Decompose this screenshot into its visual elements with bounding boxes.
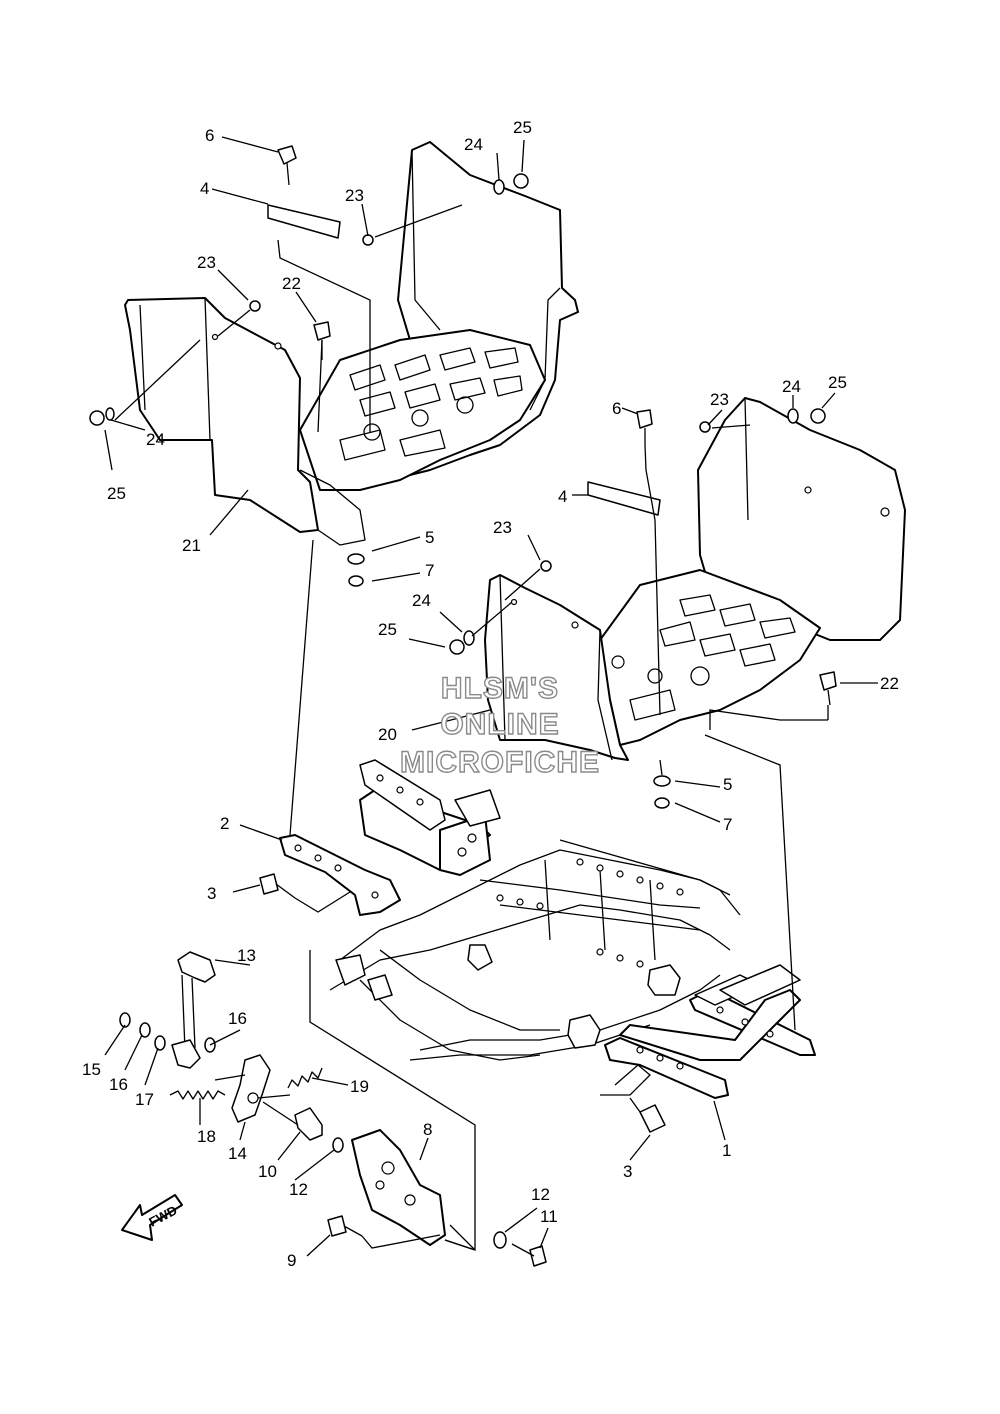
callout-20: 20: [378, 725, 397, 744]
callout-5: 5: [723, 775, 732, 794]
callout-24: 24: [412, 591, 431, 610]
callout-25: 25: [107, 484, 126, 503]
fasteners: [89, 145, 837, 1267]
callout-16: 16: [109, 1075, 128, 1094]
callout-25: 25: [378, 620, 397, 639]
footrest-stay-left: [279, 759, 501, 916]
callout-23: 23: [493, 518, 512, 537]
callout-11: 11: [540, 1207, 558, 1226]
callout-labels: 6 4 23 24 25 23 22 24 25 21 5 7 6 23 24 …: [82, 118, 899, 1270]
callout-7: 7: [723, 815, 732, 834]
callout-12: 12: [531, 1185, 550, 1204]
callout-22: 22: [282, 274, 301, 293]
callout-7: 7: [425, 561, 434, 580]
callout-6: 6: [612, 399, 621, 418]
callout-10: 10: [258, 1162, 277, 1181]
callout-14: 14: [228, 1144, 247, 1163]
fwd-label: FWD: [146, 1203, 179, 1230]
callout-12: 12: [289, 1180, 308, 1199]
callout-6: 6: [205, 126, 214, 145]
callout-5: 5: [425, 528, 434, 547]
callout-13: 13: [237, 946, 256, 965]
callout-4: 4: [200, 179, 209, 198]
left-footrest-assembly: [124, 141, 579, 546]
callout-23: 23: [197, 253, 216, 272]
brake-pedal-assembly: [119, 951, 507, 1249]
watermark-line-1: HLSM'S: [441, 672, 559, 705]
callout-24: 24: [146, 430, 165, 449]
callout-8: 8: [423, 1120, 432, 1139]
callout-15: 15: [82, 1060, 101, 1079]
callout-24: 24: [782, 377, 801, 396]
callout-24: 24: [464, 135, 483, 154]
watermark-line-2: ONLINE: [440, 708, 559, 741]
callout-23: 23: [710, 390, 729, 409]
callout-2: 2: [220, 814, 229, 833]
right-footrest-assembly: [484, 397, 906, 761]
callout-9: 9: [287, 1251, 296, 1270]
callout-3: 3: [623, 1162, 632, 1181]
callout-18: 18: [197, 1127, 216, 1146]
callout-19: 19: [350, 1077, 369, 1096]
vehicle-frame: [329, 839, 741, 1061]
callout-23: 23: [345, 186, 364, 205]
callout-21: 21: [182, 536, 201, 555]
callout-22: 22: [880, 674, 899, 693]
watermark: HLSM'S ONLINE MICROFICHE: [399, 671, 600, 779]
watermark-line-3: MICROFICHE: [400, 746, 600, 779]
footrest-stay-right: [604, 964, 816, 1099]
leader-lines: [104, 136, 878, 1257]
callout-16: 16: [228, 1009, 247, 1028]
callout-25: 25: [828, 373, 847, 392]
callout-25: 25: [513, 118, 532, 137]
callout-4: 4: [558, 487, 567, 506]
callout-17: 17: [135, 1090, 154, 1109]
callout-3: 3: [207, 884, 216, 903]
callout-1: 1: [722, 1141, 731, 1160]
fwd-direction-arrow: FWD: [121, 1194, 183, 1241]
